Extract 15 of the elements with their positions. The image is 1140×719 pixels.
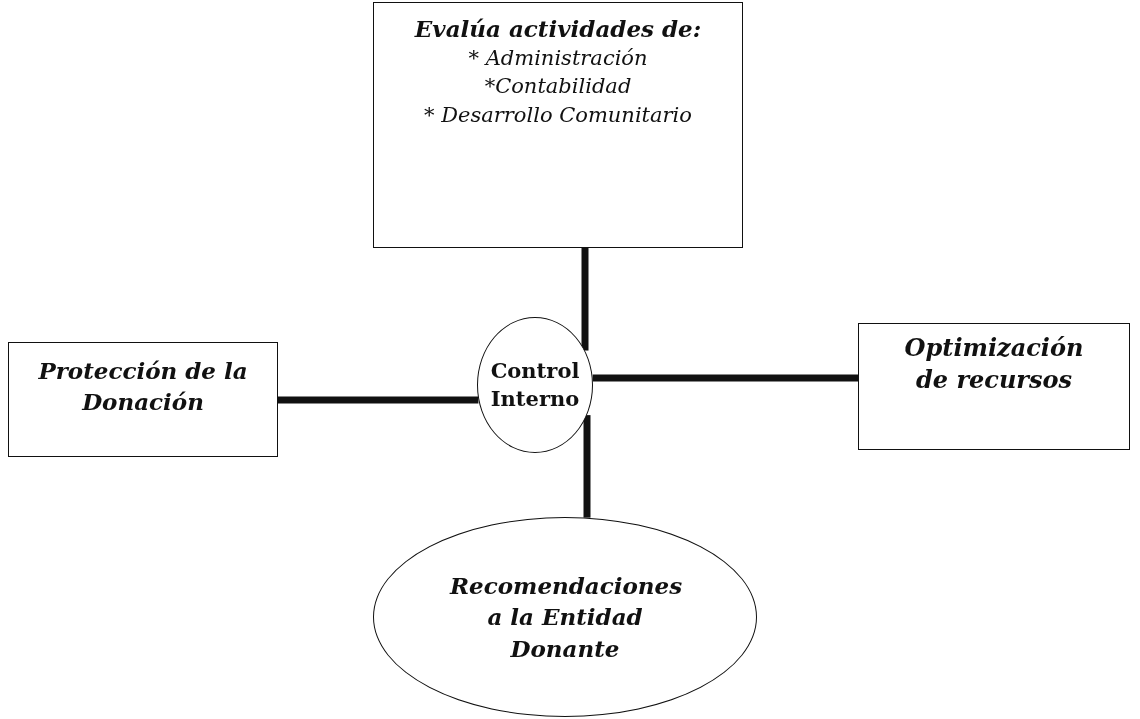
node-label: * Administración <box>468 45 648 73</box>
node-label: Recomendaciones a la Entidad Donante <box>450 571 680 664</box>
node-label: * Desarrollo Comunitario <box>424 101 692 129</box>
node-label: Protección de la Donación <box>37 356 249 418</box>
connector-line <box>592 374 858 382</box>
connector-line <box>583 415 591 518</box>
node-label: Optimización de recursos <box>903 332 1085 397</box>
node-label: Control Interno <box>489 356 581 413</box>
connector-line <box>581 248 589 351</box>
node-label: *Contabilidad <box>484 73 632 101</box>
text-box <box>8 342 278 457</box>
box-heading: Evalúa actividades de: <box>414 14 702 44</box>
text-box <box>373 2 743 248</box>
text-box <box>858 323 1130 450</box>
connector-line <box>278 396 479 404</box>
